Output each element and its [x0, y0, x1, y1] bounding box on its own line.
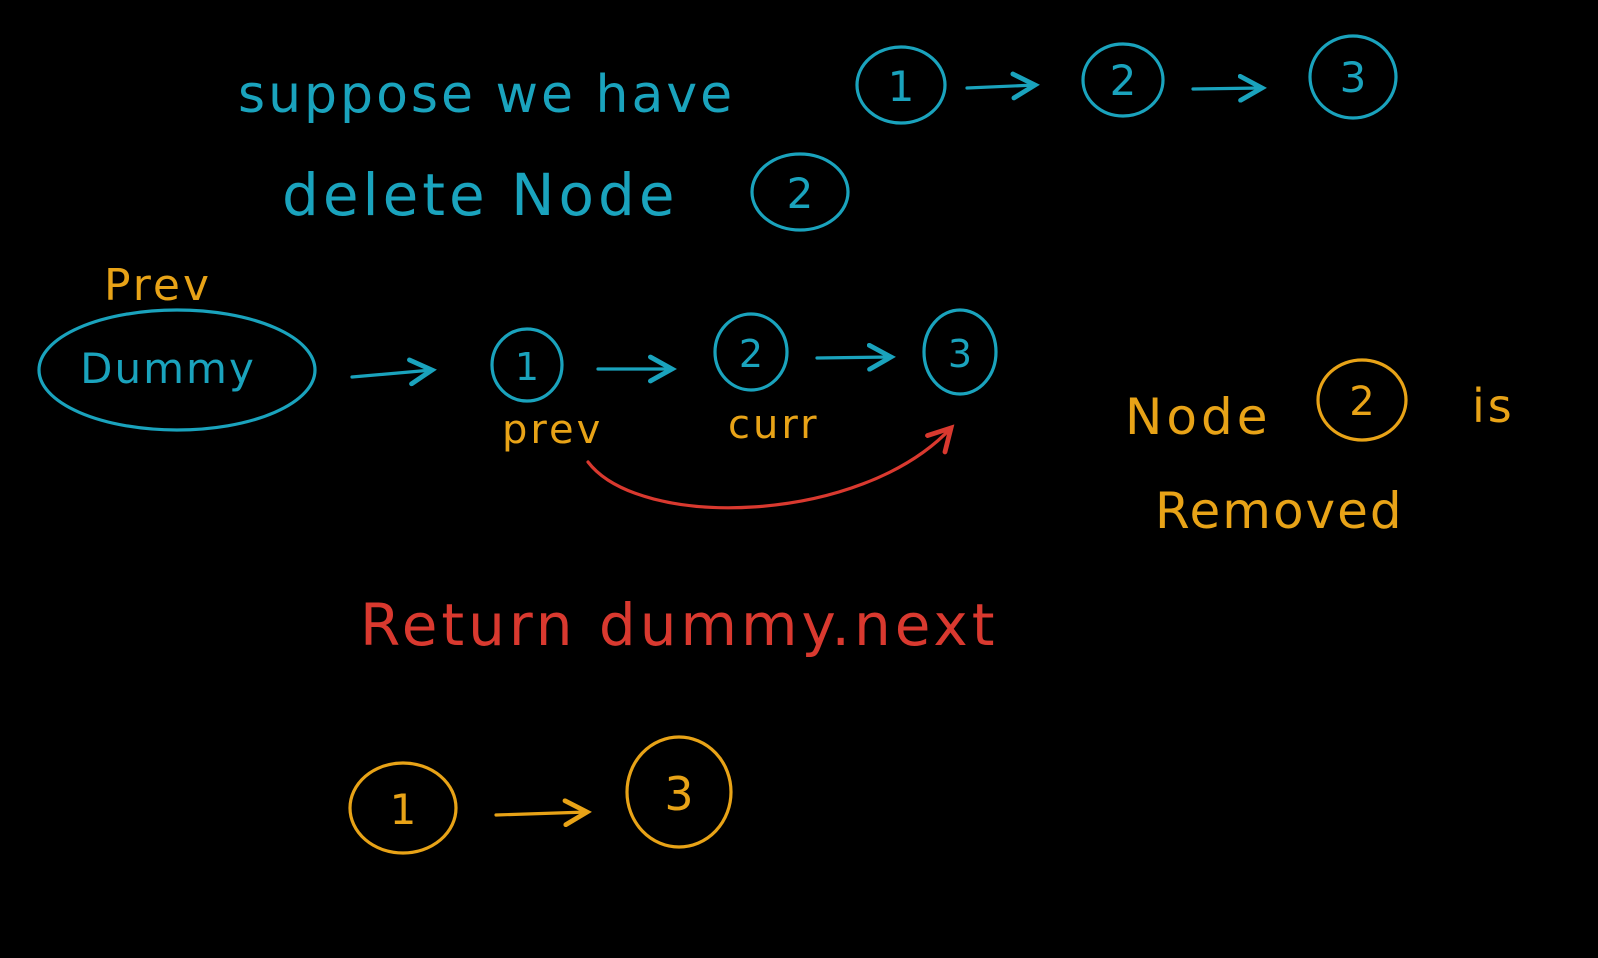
dummy-node: Dummy [37, 308, 317, 432]
dummy-arrow [350, 370, 432, 377]
dummy-ellipse [37, 308, 317, 432]
final-node-1: 1 [348, 761, 458, 855]
middle-node-2: 2 [713, 312, 789, 392]
intro-arrow-2 [1191, 88, 1262, 89]
middle-node-1: 1 [490, 327, 564, 403]
node-value: 1 [390, 785, 417, 834]
intro-node-3: 3 [1308, 34, 1398, 120]
node-circle [750, 152, 850, 232]
intro-node-2: 2 [1081, 42, 1165, 118]
middle-node-3: 3 [922, 308, 998, 396]
middle-arrow-2 [815, 357, 891, 358]
node-circle [1081, 42, 1165, 118]
node-value: 2 [739, 332, 763, 376]
node-value: 2 [787, 169, 814, 218]
curr-label: curr [728, 402, 820, 448]
node-value: 3 [948, 332, 972, 376]
note-word-is: is [1472, 379, 1515, 433]
node-value: 3 [664, 767, 693, 821]
node-circle [490, 327, 564, 403]
intro-arrow-1 [965, 85, 1035, 88]
node-circle [855, 45, 947, 125]
intro-line-1: suppose we have [238, 65, 735, 125]
node-value: 1 [515, 345, 539, 389]
final-list: 1 3 [348, 735, 733, 855]
node-circle [1316, 358, 1408, 442]
node-circle [348, 761, 458, 855]
final-node-3: 3 [625, 735, 733, 849]
node-circle [713, 312, 789, 392]
target-node: 2 [750, 152, 850, 232]
node-circle [625, 735, 733, 849]
node-value: 3 [1340, 53, 1367, 102]
prev-label: prev [502, 407, 603, 453]
node-value: 1 [888, 62, 915, 111]
node-circle [1308, 34, 1398, 120]
intro-section: suppose we have 1 2 3 delete Node 2 [238, 34, 1398, 232]
skip-pointer-arrow [586, 428, 951, 510]
node-circle [922, 308, 998, 396]
intro-line-2: delete Node [282, 161, 679, 229]
note-word-removed: Removed [1155, 482, 1404, 540]
dummy-pointer-label: Prev [104, 260, 212, 311]
intro-node-1: 1 [855, 45, 947, 125]
note-node-2: 2 [1316, 358, 1408, 442]
middle-section: Prev Dummy 1 2 3 prev curr [37, 260, 998, 510]
result-note: Node 2 is Removed [1125, 358, 1515, 540]
return-statement: Return dummy.next [360, 591, 998, 659]
dummy-label: Dummy [80, 344, 256, 393]
note-word-node: Node [1125, 388, 1272, 446]
final-arrow [494, 812, 587, 815]
intro-list: 1 2 3 [855, 34, 1398, 125]
node-value: 2 [1110, 56, 1137, 105]
node-value: 2 [1349, 379, 1374, 425]
